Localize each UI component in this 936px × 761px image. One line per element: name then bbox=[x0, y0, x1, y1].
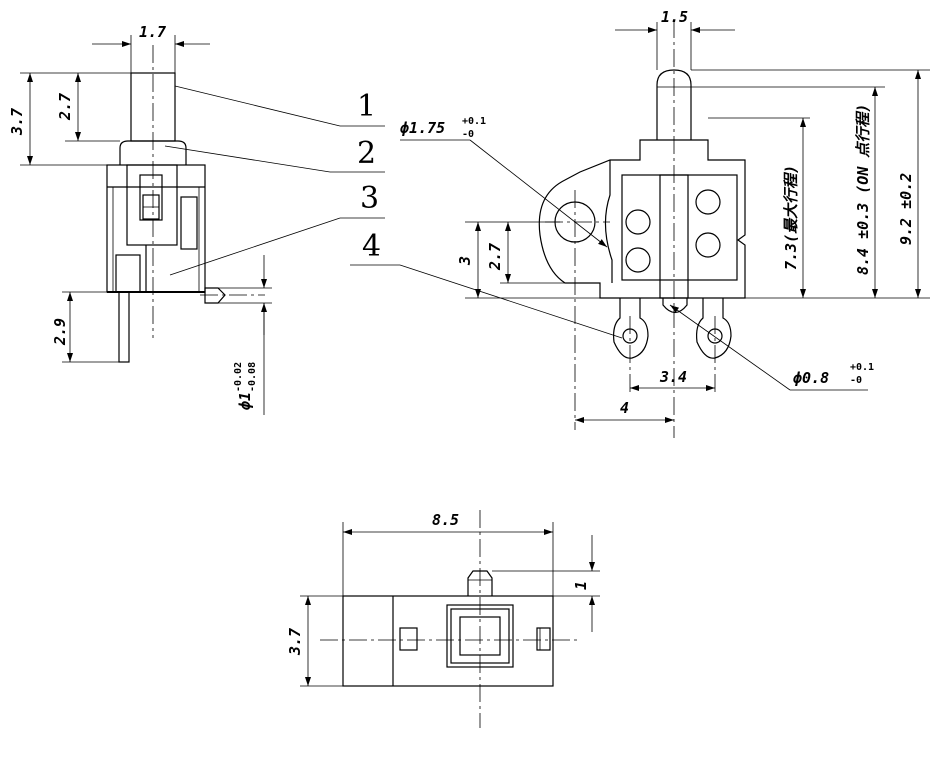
dim-width: 1.7 bbox=[139, 23, 166, 41]
dim-max-travel: 7.3(最大行程) bbox=[782, 165, 800, 270]
side-view: 1.7 3.7 2.7 2.9 ϕ1 -0.02 -0.08 1 2 3 bbox=[8, 23, 400, 415]
pin-tol-upper: -0.02 bbox=[233, 362, 244, 392]
terminal-right bbox=[696, 298, 732, 359]
pin-tol-upper-front: +0.1 bbox=[850, 362, 874, 373]
part-label-3: 3 bbox=[360, 181, 379, 216]
dim-pin-diameter: ϕ1 bbox=[236, 392, 254, 410]
hole-tol-upper: +0.1 bbox=[462, 116, 486, 127]
part-label-1: 1 bbox=[357, 89, 376, 124]
dim-pin-diameter-front: ϕ0.8 bbox=[793, 369, 829, 387]
hole-tol-lower: -0 bbox=[462, 129, 474, 140]
dim-hole-diameter: ϕ1.75 bbox=[400, 119, 445, 137]
dim-pin-height: 2.9 bbox=[51, 318, 69, 346]
dim-pin-spacing: 3.4 bbox=[659, 368, 687, 386]
bottom-view: 8.5 3.7 1 bbox=[286, 510, 600, 728]
terminal bbox=[118, 291, 130, 363]
dim-plunger-height: 2.7 bbox=[56, 93, 74, 121]
bottom-housing bbox=[342, 595, 554, 687]
part-label-2: 2 bbox=[357, 136, 376, 171]
dim-plunger-width: 1.5 bbox=[661, 8, 688, 26]
dim-h27: 2.7 bbox=[486, 243, 504, 271]
front-plunger bbox=[656, 69, 692, 140]
dim-hole-offset: 4 bbox=[620, 399, 629, 417]
mounting-pin bbox=[204, 287, 226, 304]
dim-on-travel: 8.4 ±0.3 (ON 点行程) bbox=[854, 104, 872, 275]
terminal-left bbox=[613, 298, 649, 359]
dim-total-height: 3.7 bbox=[8, 108, 26, 136]
pin-tol-lower: -0.08 bbox=[247, 362, 258, 392]
dim-width-bottom: 3.7 bbox=[286, 628, 304, 656]
part-label-4: 4 bbox=[362, 229, 381, 264]
front-housing bbox=[538, 139, 746, 299]
dim-length: 8.5 bbox=[432, 511, 459, 529]
housing bbox=[106, 164, 206, 293]
dim-protrusion: 1 bbox=[572, 581, 590, 590]
front-view: 1.5 ϕ1.75 +0.1 -0 3 2.7 7.3(最大行程) 8.4 ±0… bbox=[399, 8, 930, 438]
dim-h3: 3 bbox=[456, 256, 474, 266]
dim-total-height-front: 9.2 ±0.2 bbox=[897, 173, 915, 245]
pin-tol-lower-front: -0 bbox=[850, 375, 862, 386]
